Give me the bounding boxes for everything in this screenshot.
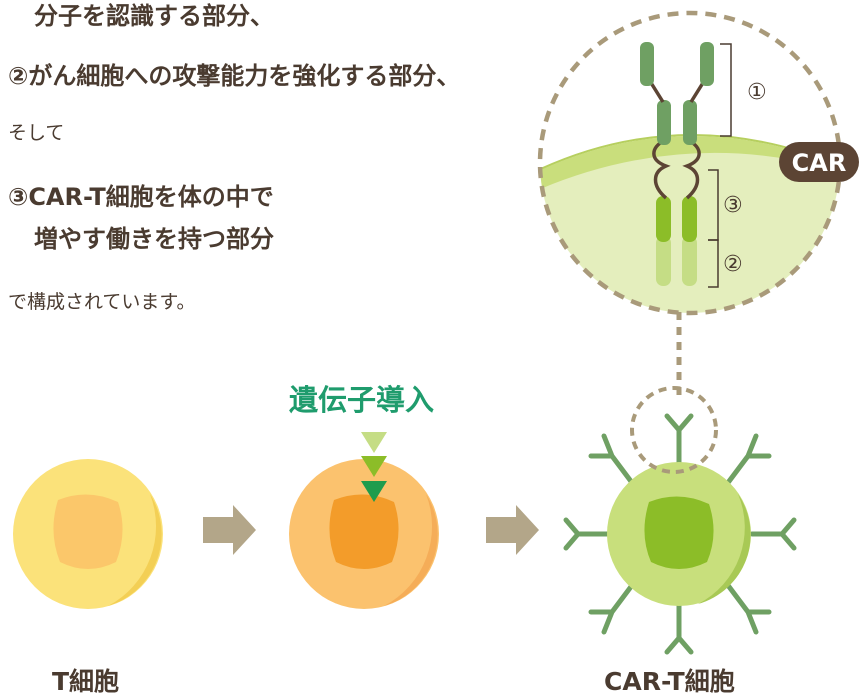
gene-triangle-1 bbox=[361, 432, 387, 453]
explanation-line-3: そして bbox=[8, 122, 65, 144]
bracket-2 bbox=[708, 239, 719, 288]
gene-triangle-3 bbox=[361, 481, 387, 502]
car-t-label: CAR-T細胞 bbox=[604, 667, 735, 696]
car-badge-text: CAR bbox=[792, 149, 847, 177]
gene-triangle-2 bbox=[361, 456, 387, 477]
explanation-line-4: ③CAR-T細胞を体の中で bbox=[8, 183, 274, 211]
car-t-cell bbox=[563, 413, 797, 655]
car-receptor bbox=[640, 42, 714, 286]
zoom-view: ① ③ ② CAR bbox=[537, 10, 859, 316]
process-arrow-2 bbox=[486, 505, 539, 555]
gene-transfer-label: 遺伝子導入 bbox=[289, 383, 435, 417]
label-num-2: ② bbox=[723, 252, 743, 277]
explanation-line-1: 分子を認識する部分、 bbox=[34, 2, 274, 30]
explanation-line-6: で構成されています。 bbox=[8, 291, 196, 313]
t-cell-label: T細胞 bbox=[52, 667, 120, 696]
explanation-line-2: ②がん細胞への攻撃能力を強化する部分、 bbox=[8, 62, 461, 90]
t-cell bbox=[13, 459, 163, 609]
bracket-1 bbox=[720, 43, 732, 137]
label-num-3: ③ bbox=[723, 193, 743, 218]
explanation-line-5: 増やす働きを持つ部分 bbox=[34, 225, 274, 253]
transfected-cell bbox=[289, 459, 439, 609]
label-num-1: ① bbox=[747, 80, 767, 105]
car-t-dashed-circle bbox=[630, 386, 718, 474]
process-arrow-1 bbox=[203, 505, 256, 555]
car-badge bbox=[779, 142, 859, 182]
